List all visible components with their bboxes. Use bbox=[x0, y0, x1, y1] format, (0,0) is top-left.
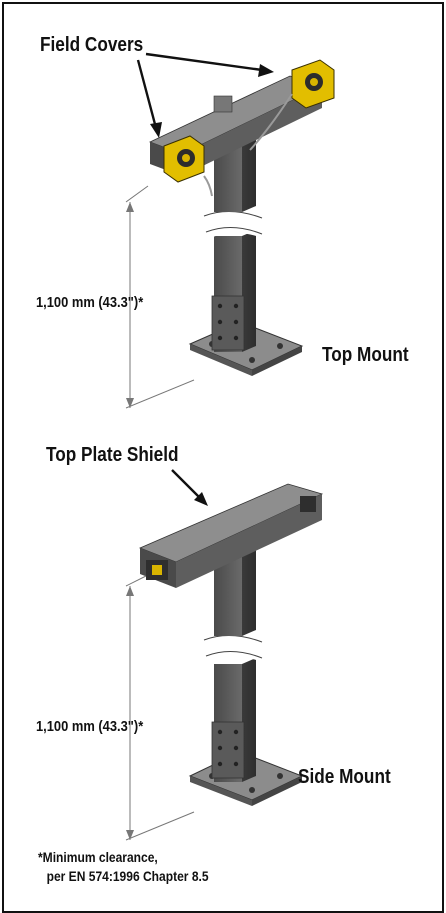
top-lower-column bbox=[211, 230, 256, 352]
top-dimension-line bbox=[125, 185, 195, 409]
cable-left bbox=[203, 175, 213, 197]
field-covers-arrows bbox=[136, 52, 274, 138]
field-cover-left bbox=[163, 135, 205, 183]
top-mount-label: Top Mount bbox=[322, 344, 409, 366]
footnote-line-1: *Minimum clearance, bbox=[38, 849, 158, 865]
side-dimension-label: 1,100 mm (43.3")* bbox=[36, 718, 144, 735]
top-plate-shield-bar bbox=[138, 483, 324, 588]
field-covers-callout: Field Covers bbox=[40, 34, 144, 56]
cable-right bbox=[249, 93, 293, 151]
top-mount-assembly bbox=[125, 52, 335, 409]
side-dimension-line bbox=[125, 575, 195, 841]
top-dimension-label: 1,100 mm (43.3")* bbox=[36, 294, 144, 311]
footnote-line-2: per EN 574:1996 Chapter 8.5 bbox=[46, 868, 209, 884]
top-plate-shield-callout: Top Plate Shield bbox=[46, 444, 179, 466]
side-mount-assembly bbox=[125, 469, 324, 841]
field-cover-right bbox=[291, 59, 335, 109]
side-lower-column bbox=[211, 658, 256, 782]
top-plate-shield-arrow bbox=[171, 469, 208, 506]
side-mount-label: Side Mount bbox=[298, 766, 391, 788]
top-column-break bbox=[203, 211, 271, 238]
side-column-break bbox=[203, 635, 271, 662]
footnote: *Minimum clearance, per EN 574:1996 Chap… bbox=[38, 848, 209, 886]
